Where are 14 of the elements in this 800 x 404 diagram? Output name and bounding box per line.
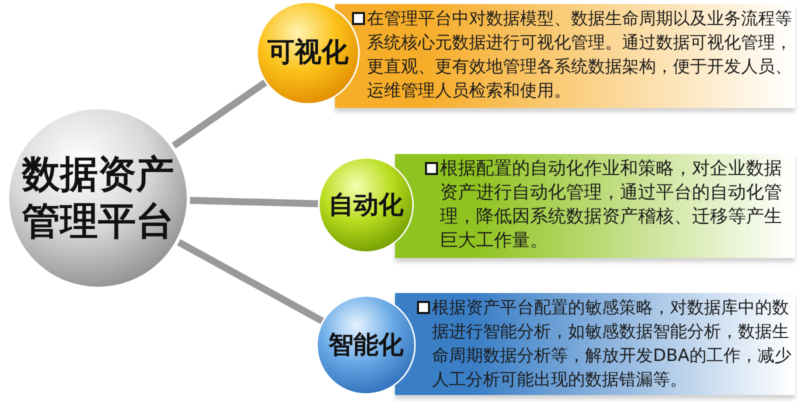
description-text: 根据配置的自动化作业和策略，对企业数据资产进行自动化管理，通过平台的自动化管理，降低因系统数据资产稽核、迁移等产生巨大工作量。 <box>440 157 783 253</box>
topic-circle <box>316 295 416 395</box>
circle-label: 数据资产管理平台 <box>20 150 175 245</box>
description-text: 在管理平台中对数据模型、数据生命周期以及业务流程等系统核心元数据进行可视化管理。通过数据可视化管理，更直观、更有效地管理各系统数据架构，便于开发人员、运维管理人员检索和使用。 <box>367 8 793 103</box>
circle-label: 自动化 <box>328 189 404 221</box>
hub-circle <box>6 106 190 290</box>
topic-circle <box>256 1 360 105</box>
connector-rod <box>190 196 318 208</box>
topic-circle <box>318 157 414 253</box>
connector-rod <box>177 239 324 324</box>
connector-rod <box>172 80 268 149</box>
circle-label: 可视化 <box>266 36 350 70</box>
description-text: 根据资产平台配置的敏感策略，对数据库中的数据进行智能分析，如敏感数据智能分析，数据生命周期数据分析等，解放开发DBA的工作，减少人工分析可能出现的数据错漏等。 <box>432 297 792 392</box>
circle-label: 智能化 <box>327 329 404 361</box>
